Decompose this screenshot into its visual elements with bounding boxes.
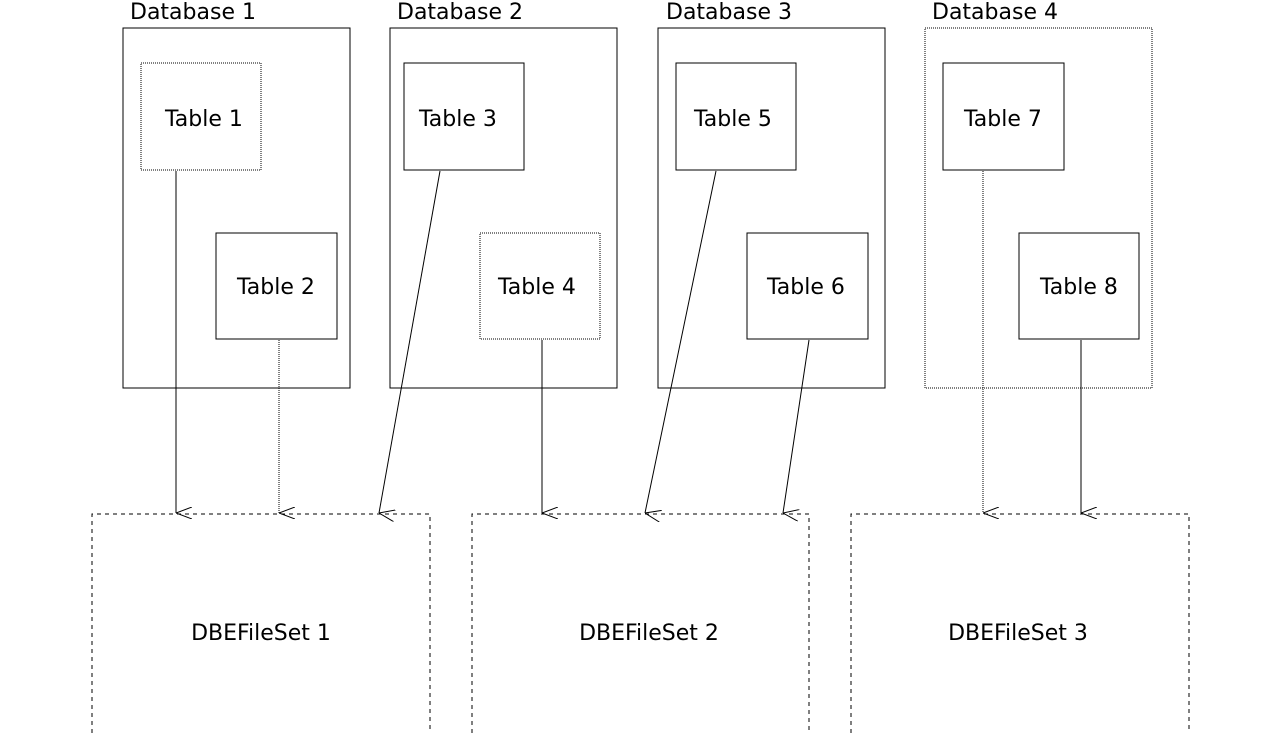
- table-1: Table 1: [140, 62, 262, 171]
- database-label: Database 2: [397, 0, 523, 25]
- table-box: [675, 62, 797, 171]
- table-label: Table 1: [164, 107, 243, 132]
- table-box: [215, 232, 338, 340]
- table-box: [1018, 232, 1140, 340]
- database-box: [657, 27, 886, 389]
- table-label: Table 5: [693, 107, 772, 132]
- arrow-table-5-to-fileset-2: [645, 170, 717, 513]
- mapping-arrows: [175, 170, 1081, 513]
- table-box: [403, 62, 525, 171]
- table-label: Table 2: [236, 275, 315, 300]
- database-box: [389, 27, 618, 389]
- table-4: Table 4: [479, 232, 601, 340]
- table-3: Table 3: [403, 62, 525, 171]
- table-box: [746, 232, 869, 340]
- table-label: Table 6: [766, 275, 845, 300]
- table-label: Table 8: [1039, 275, 1118, 300]
- database-box: [122, 27, 351, 389]
- table-label: Table 3: [418, 107, 497, 132]
- database-4: Database 4 Table 7 Table 8: [924, 0, 1153, 389]
- table-7: Table 7: [942, 62, 1065, 171]
- database-3: Database 3 Table 5 Table 6: [657, 0, 886, 389]
- fileset-label: DBEFileSet 1: [191, 621, 331, 646]
- fileset-2: DBEFileSet 2: [471, 513, 810, 733]
- fileset-3: DBEFileSet 3: [850, 513, 1190, 733]
- fileset-1: DBEFileSet 1: [91, 513, 431, 733]
- fileset-box: [850, 513, 1190, 733]
- arrow-table-6-to-fileset-2: [783, 339, 810, 513]
- table-2: Table 2: [215, 232, 338, 340]
- table-5: Table 5: [675, 62, 797, 171]
- database-label: Database 3: [666, 0, 792, 25]
- arrow-table-3-to-fileset-1: [379, 170, 441, 513]
- table-box: [942, 62, 1065, 171]
- database-label: Database 1: [130, 0, 256, 25]
- database-2: Database 2 Table 3 Table 4: [389, 0, 618, 389]
- table-box: [140, 62, 262, 171]
- database-label: Database 4: [932, 0, 1058, 25]
- fileset-label: DBEFileSet 3: [948, 621, 1088, 646]
- table-label: Table 4: [497, 275, 576, 300]
- table-8: Table 8: [1018, 232, 1140, 340]
- table-label: Table 7: [963, 107, 1042, 132]
- table-6: Table 6: [746, 232, 869, 340]
- fileset-label: DBEFileSet 2: [579, 621, 719, 646]
- fileset-box: [471, 513, 810, 733]
- fileset-box: [91, 513, 431, 733]
- database-box: [924, 27, 1153, 389]
- database-1: Database 1 Table 1 Table 2: [122, 0, 351, 389]
- table-box: [479, 232, 601, 340]
